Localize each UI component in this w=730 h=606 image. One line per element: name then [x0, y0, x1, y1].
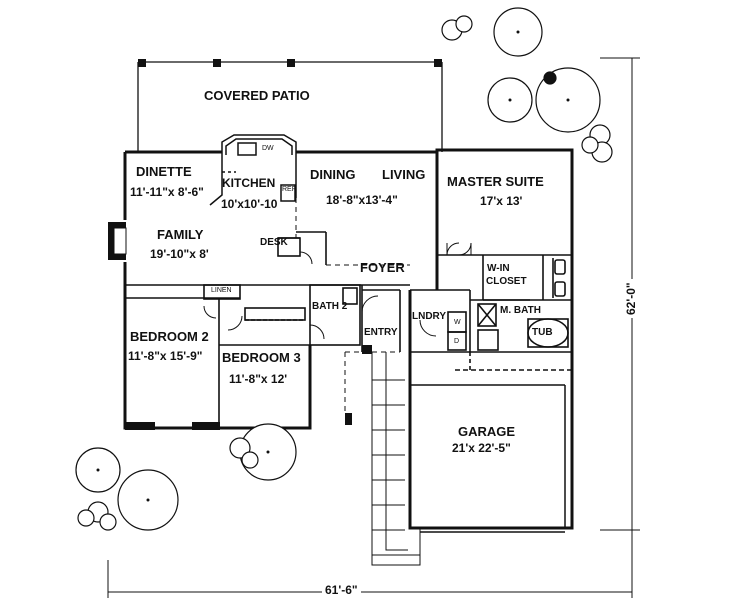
kitchen-bay: [209, 134, 297, 206]
garage-inner: [410, 384, 566, 528]
master-suite-label: MASTER SUITE: [447, 174, 544, 189]
kitchen-label: KITCHEN: [222, 176, 276, 190]
family-label: FAMILY: [157, 227, 204, 242]
overall-width-dimension: 61'-6": [322, 584, 361, 596]
covered-patio-label: COVERED PATIO: [204, 88, 310, 103]
foyer-label: FOYER: [360, 260, 405, 275]
landscape-trees-top: [441, 7, 613, 163]
garage-size: 21'x 22'-5": [452, 441, 511, 455]
refrigerator-label: REF: [282, 186, 296, 193]
dinette-label: DINETTE: [136, 164, 192, 179]
bedroom3-label: BEDROOM 3: [222, 350, 301, 365]
dryer-label: D: [454, 338, 460, 345]
overall-depth-dimension: 62'-0": [624, 279, 638, 318]
dinette-size: 11'-11"x 8'-6": [130, 185, 204, 199]
family-size: 19'-10"x 8': [150, 247, 209, 261]
master-suite-size: 17'x 13': [480, 194, 523, 208]
desk-label: DESK: [260, 237, 288, 248]
tub-label: TUB: [532, 327, 553, 338]
patio-posts: [138, 59, 442, 67]
master-bath-label: M. BATH: [500, 305, 541, 316]
door-swings: [203, 242, 472, 340]
fireplace: [108, 222, 127, 260]
living-label: LIVING: [382, 167, 426, 182]
washer-label: W: [454, 319, 461, 326]
dining-living-size: 18'-8"x13'-4": [326, 193, 398, 207]
front-walkway: [371, 352, 421, 566]
linen-label: LINEN: [211, 287, 232, 294]
dining-label: DINING: [310, 167, 356, 182]
garage-label: GARAGE: [458, 424, 516, 439]
kitchen-size: 10'x10'-10: [221, 197, 278, 211]
garage-door: [420, 527, 565, 533]
landscape-trees-bottom: [75, 423, 297, 531]
entry-posts: [345, 345, 372, 425]
windows: [125, 422, 220, 430]
bath2-label: BATH 2: [312, 301, 348, 312]
dishwasher-label: DW: [262, 145, 274, 152]
bedroom2-label: BEDROOM 2: [130, 329, 209, 344]
shrub-dots: [96, 30, 570, 502]
walk-in-closet-label-1: W-IN: [487, 263, 510, 274]
walk-in-closet-label-2: CLOSET: [486, 276, 527, 287]
bedroom2-size: 11'-8"x 15'-9": [128, 349, 203, 363]
laundry-label: LNDRY: [412, 311, 447, 322]
entry-label: ENTRY: [364, 327, 398, 338]
interior-walls: [125, 231, 572, 428]
bedroom3-size: 11'-8"x 12': [229, 372, 288, 386]
